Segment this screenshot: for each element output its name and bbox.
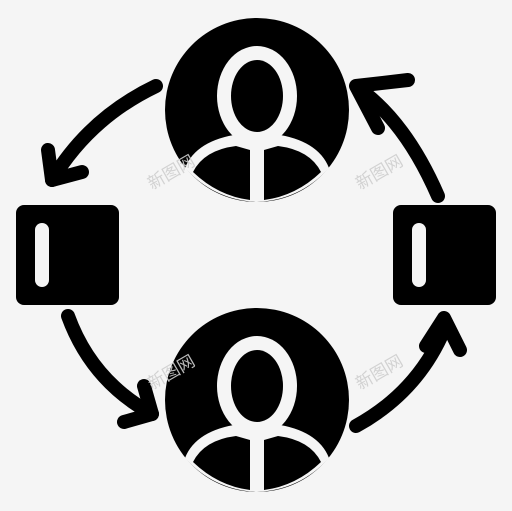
arrowhead-bottom-left-icon: [117, 379, 159, 429]
right-box: [393, 205, 496, 305]
user-avatar-top-icon: [165, 18, 349, 202]
arc-bottom-right: [349, 323, 451, 433]
arc-top-left: [45, 79, 163, 187]
arrowhead-top-left-icon: [41, 143, 89, 187]
user-avatar-bottom-icon: [165, 308, 349, 492]
arc-bottom-left: [61, 309, 159, 421]
arrowhead-top-right-icon: [349, 73, 415, 135]
arrowhead-bottom-right-icon: [419, 311, 467, 357]
left-box: [16, 205, 119, 305]
